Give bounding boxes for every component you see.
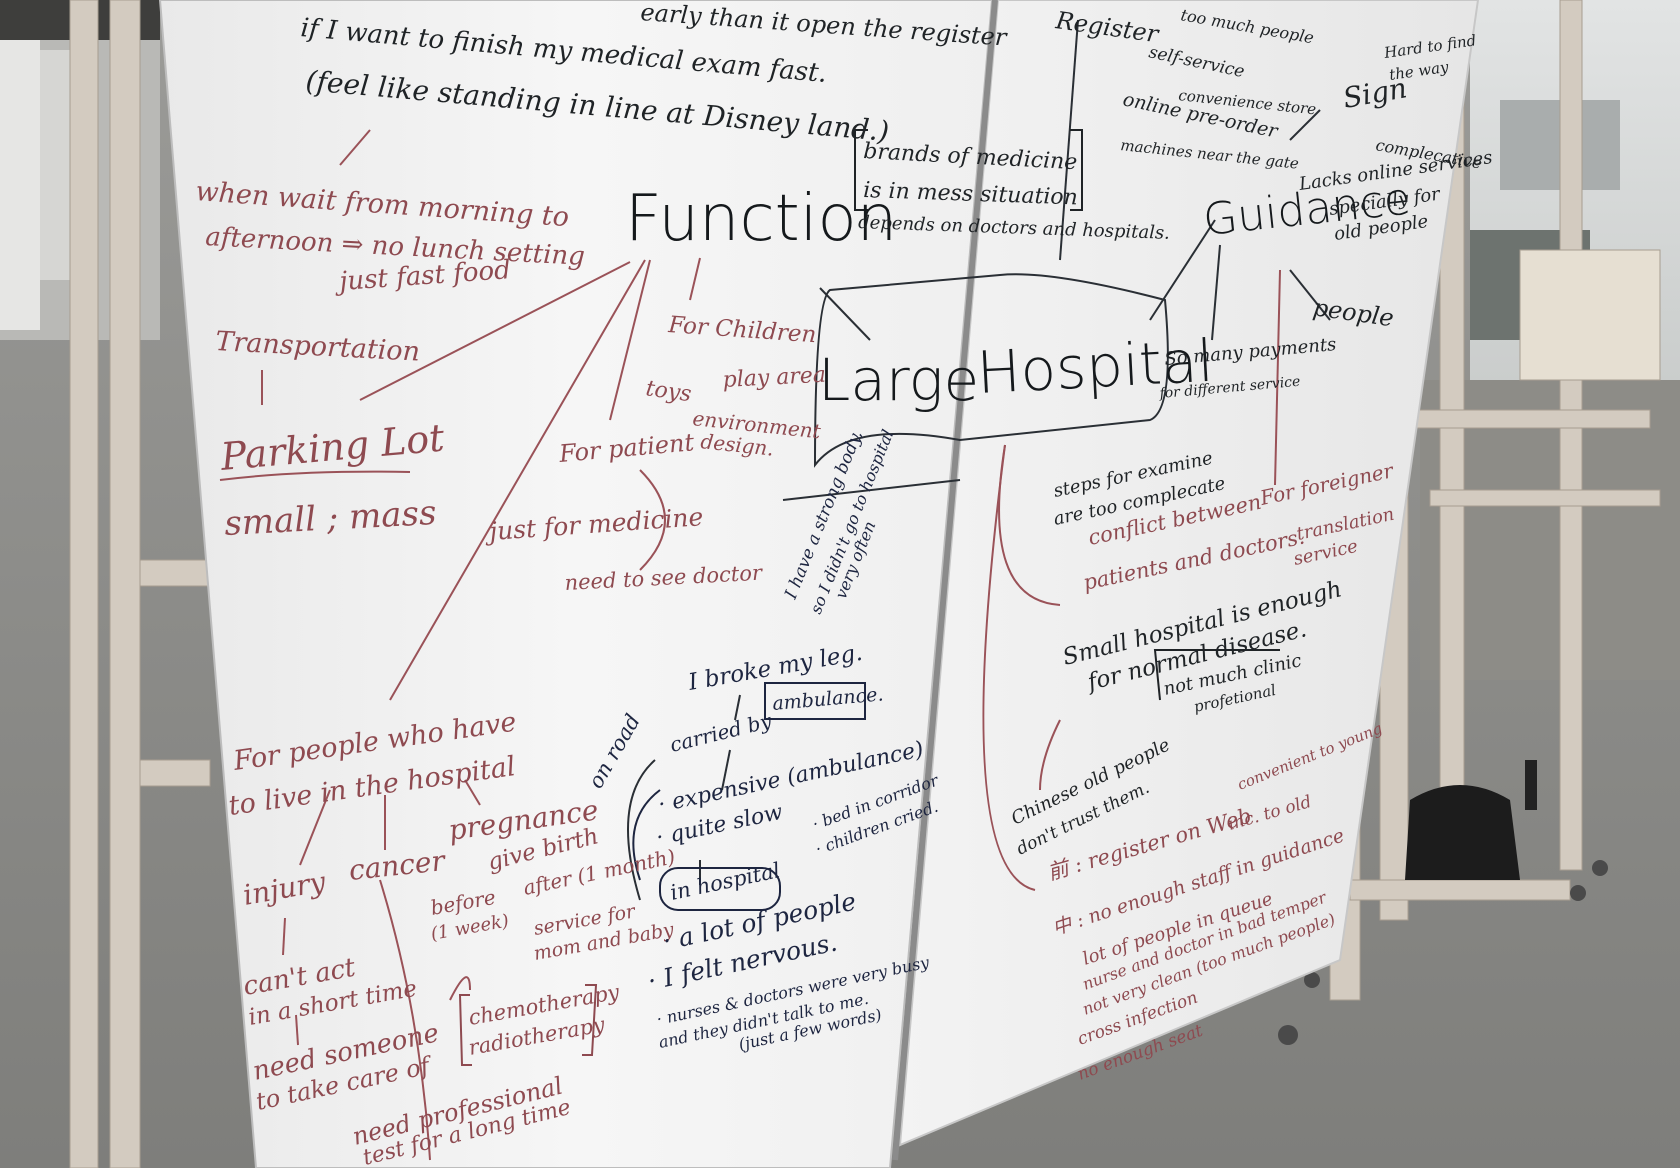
on-road-bracket bbox=[632, 789, 661, 881]
children-play: play area bbox=[722, 363, 827, 393]
in-hospital-box bbox=[659, 867, 781, 911]
center-hospital: Hospital bbox=[975, 327, 1215, 407]
left-whiteboard bbox=[158, 0, 994, 1168]
center-large: Large bbox=[818, 346, 979, 414]
brands-bracket bbox=[854, 129, 1083, 211]
function-heading: Function bbox=[625, 182, 897, 256]
board-divider bbox=[892, 0, 998, 1161]
mindmap-lines bbox=[219, 19, 1331, 1161]
chair-umbrella bbox=[1405, 760, 1537, 880]
left-panel-1 bbox=[0, 40, 40, 330]
ambulance-box bbox=[764, 682, 866, 720]
register-note: Register too much people self-service co… bbox=[1008, 5, 1494, 859]
wheels bbox=[1278, 860, 1608, 1045]
not-much-bracket bbox=[1153, 649, 1280, 701]
lunch-note: when wait from morning to afternoon ⇒ no… bbox=[195, 176, 586, 297]
right-whiteboard bbox=[898, 0, 1480, 1147]
chemo-bracket bbox=[458, 984, 598, 1066]
